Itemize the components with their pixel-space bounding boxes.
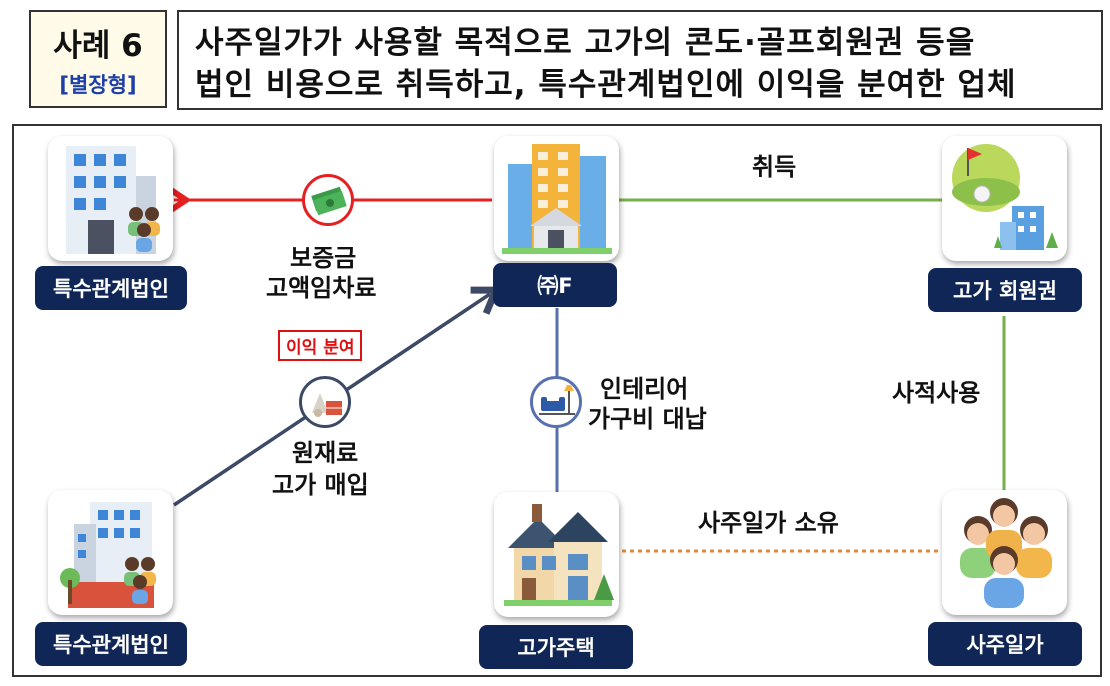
profit-sharing-badge: 이익 분여 [278,330,363,361]
related-company-top-label: 특수관계법인 [35,266,187,310]
related-company-bottom-card [48,490,173,615]
furniture-icon-circle [530,376,582,428]
company-f-card [494,136,619,261]
related-company-bottom-label: 특수관계법인 [35,622,187,666]
golf-resort-icon [952,144,1058,250]
interior-text-2: 가구비 대납 [588,405,707,433]
money-icon [311,186,347,216]
diagram-frame [12,124,1102,677]
family-label: 사주일가 [928,622,1082,666]
family-people-icon [960,498,1052,608]
acquire-text: 취득 [752,153,797,181]
house-label: 고가주택 [479,625,633,669]
family-card [942,490,1067,615]
title-line-1: 사주일가가 사용할 목적으로 고가의 콘도·골프회원권 등을 [195,25,976,61]
office-building-icon [66,146,160,254]
deposit-text: 보증금 [290,244,357,272]
title-line-2: 법인 비용으로 취득하고, 특수관계법인에 이익을 분여한 업체 [195,67,1017,103]
office-factory-icon [60,502,156,608]
rent-text: 고액임차료 [266,274,377,302]
purchase-text: 고가 매입 [272,471,369,499]
case-box: 사례 6 [별장형] [29,10,167,108]
house-icon [504,504,614,606]
material-text: 원재료 [292,439,359,467]
private-use-text: 사적사용 [892,379,981,407]
company-f-label: ㈜F [493,263,617,307]
interior-text-1: 인테리어 [600,375,689,403]
membership-label: 고가 회원권 [928,268,1082,312]
related-company-top-card [48,136,173,261]
money-icon-circle [302,174,354,226]
furniture-icon [539,385,575,415]
membership-card [942,136,1067,261]
house-card [494,492,619,617]
title-box: 사주일가가 사용할 목적으로 고가의 콘도·골프회원권 등을 법인 비용으로 취… [177,10,1103,110]
raw-materials-icon [312,393,342,417]
ownership-text: 사주일가 소유 [698,509,839,537]
case-subtitle: [별장형] [59,72,137,97]
materials-icon-circle [299,376,351,428]
case-title: 사례 6 [53,27,143,64]
company-building-icon [502,144,612,254]
